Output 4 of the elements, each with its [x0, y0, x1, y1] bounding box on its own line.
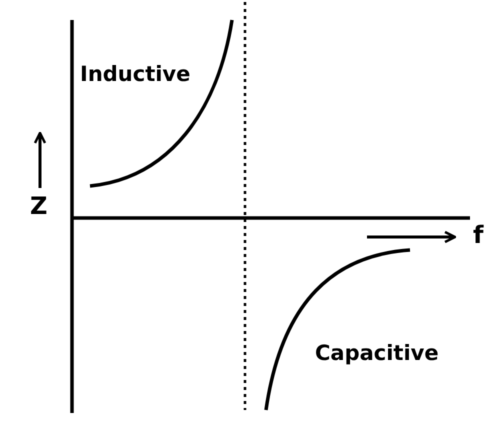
curve-label: Capacitive [315, 343, 439, 364]
curve-label: Inductive [80, 64, 190, 85]
axis-label: Z [30, 194, 48, 218]
axis-label: f [473, 223, 484, 247]
